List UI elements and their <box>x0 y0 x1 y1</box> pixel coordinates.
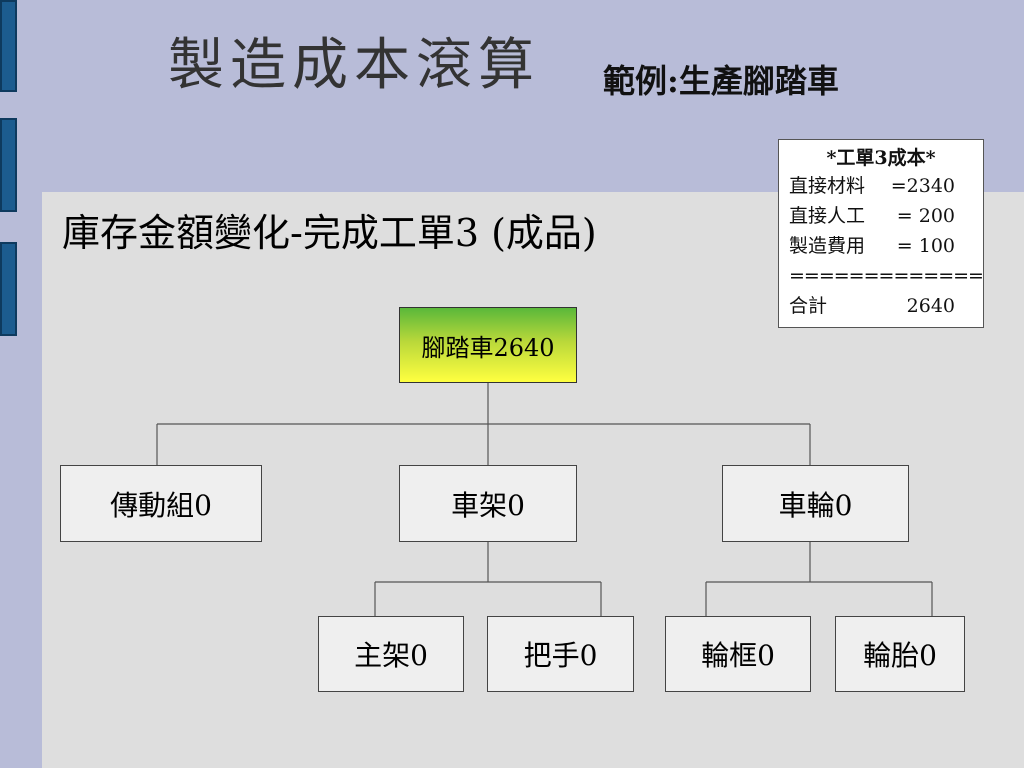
node-bicycle: 腳踏車2640 <box>399 307 577 383</box>
cost-row-value: = 100 <box>896 235 955 257</box>
cost-row-label: 直接材料 <box>789 175 866 197</box>
side-tab-3 <box>0 242 17 336</box>
cost-summary-header: *工單3成本* <box>826 147 936 169</box>
cost-row-value: = 200 <box>896 205 955 227</box>
cost-separator-text: ============= <box>789 265 983 287</box>
node-handlebar: 把手0 <box>487 616 634 692</box>
node-wheel: 車輪0 <box>722 465 909 542</box>
cost-row: 製造費用 = 100 <box>789 231 973 261</box>
slide-title: 製造成本滾算 <box>168 33 540 98</box>
node-rim: 輪框0 <box>665 616 811 692</box>
side-tab-2 <box>0 118 17 212</box>
cost-summary-box: *工單3成本* 直接材料 =2340 直接人工 = 200 製造費用 = 100… <box>778 139 984 328</box>
cost-total-row: 合計 2640 <box>789 291 973 321</box>
cost-total-value: 2640 <box>906 295 955 317</box>
cost-row-label: 製造費用 <box>789 235 866 257</box>
slide-subtitle: 範例:生產腳踏車 <box>603 62 839 100</box>
cost-separator: ============= <box>789 261 983 291</box>
cost-total-label: 合計 <box>789 295 828 317</box>
node-frame: 車架0 <box>399 465 577 542</box>
section-heading: 庫存金額變化-完成工單3 (成品) <box>62 211 597 255</box>
cost-row-label: 直接人工 <box>789 205 866 227</box>
node-main-frame: 主架0 <box>318 616 464 692</box>
cost-row: 直接材料 =2340 <box>789 171 973 201</box>
node-tire: 輪胎0 <box>835 616 965 692</box>
node-transmission: 傳動組0 <box>60 465 262 542</box>
cost-row-value: =2340 <box>890 175 955 197</box>
side-tab-1 <box>0 0 17 92</box>
cost-row: 直接人工 = 200 <box>789 201 973 231</box>
